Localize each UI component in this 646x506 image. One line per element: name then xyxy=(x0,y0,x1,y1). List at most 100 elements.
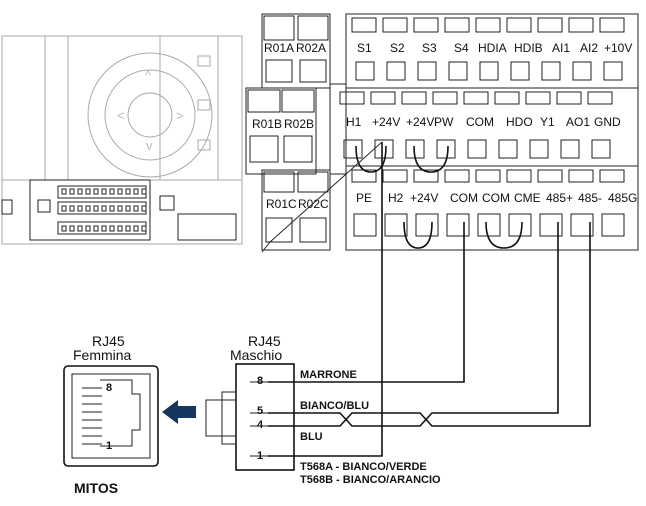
terminal-screw xyxy=(525,91,551,105)
terminal-box xyxy=(415,213,439,237)
terminal-box xyxy=(539,213,563,237)
terminal-screw xyxy=(599,17,625,33)
inverter-terminal-dot xyxy=(101,188,107,195)
terminal-label: Y1 xyxy=(540,115,555,129)
terminal-label: H2 xyxy=(388,191,404,205)
terminal-label: +24V xyxy=(410,191,438,205)
terminal-screw xyxy=(506,17,532,33)
terminal-screw xyxy=(382,17,408,33)
inverter-terminal-dot xyxy=(77,205,83,212)
inverter-terminal-dot xyxy=(141,225,147,232)
inverter-terminal-dot xyxy=(133,188,139,195)
rj45-male-pin-1: 1 xyxy=(257,450,263,462)
terminal-label: PE xyxy=(356,191,372,205)
terminal-screw xyxy=(568,169,594,183)
rj45-female-connector: RJ45 Femmina 8 1 MITOS xyxy=(63,333,159,496)
terminal-box xyxy=(446,213,470,237)
inverter-terminal-dot xyxy=(109,188,115,195)
wire-label-marrone: MARRONE xyxy=(300,369,357,381)
terminal-slot xyxy=(510,61,530,81)
terminal-label: COM xyxy=(482,191,510,205)
svg-text:AI1: AI1 xyxy=(552,41,570,55)
terminal-label: GND xyxy=(594,115,621,129)
keypad-dial: ^ v < > xyxy=(87,52,213,178)
rj45-male-pin-8: 8 xyxy=(257,375,263,387)
rj45-female-subtitle: Femmina xyxy=(73,347,132,363)
terminal-slot xyxy=(541,61,561,81)
rj45-female-pin-1: 1 xyxy=(106,440,112,452)
svg-text:S1: S1 xyxy=(357,41,372,55)
rj45-female-pin-8: 8 xyxy=(106,382,112,394)
terminal-label: H1 xyxy=(346,115,362,129)
inverter-terminal-dot xyxy=(109,225,115,232)
terminal-screw xyxy=(351,17,377,33)
terminal-label: 485G xyxy=(608,191,637,205)
terminal-label: +24V xyxy=(406,115,434,129)
rj45-male-pin-4: 4 xyxy=(257,419,264,431)
svg-text:+10V: +10V xyxy=(604,41,632,55)
svg-text:HDIB: HDIB xyxy=(514,41,543,55)
device-name-mitos: MITOS xyxy=(74,480,118,496)
inverter-terminal-dot xyxy=(125,225,131,232)
rj45-male-connector: RJ45 Maschio 8 5 4 1 xyxy=(205,333,295,471)
terminal-box xyxy=(601,213,625,237)
terminal-label: HDO xyxy=(506,115,533,129)
rj45-female-title: RJ45 xyxy=(92,333,125,349)
relay-label-r02b: R02B xyxy=(284,117,314,131)
terminal-box xyxy=(477,213,501,237)
inverter-terminal-dot xyxy=(101,205,107,212)
terminal-screw xyxy=(413,17,439,33)
svg-text:^: ^ xyxy=(145,68,152,83)
terminal-slot xyxy=(560,139,580,159)
rj45-male-pin-5: 5 xyxy=(257,405,263,417)
terminal-row-top: S1 S2 S3 S4 HDIA HDIB AI1 AI2 +10V xyxy=(357,41,632,55)
direction-arrow xyxy=(162,400,196,424)
svg-text:HDIA: HDIA xyxy=(478,41,507,55)
terminal-screw xyxy=(537,17,563,33)
relay-block-a: R01A R02A xyxy=(261,13,331,89)
inverter-terminal-dot xyxy=(77,225,83,232)
terminal-slot xyxy=(417,61,437,81)
terminal-label: COM xyxy=(466,115,494,129)
terminal-screw xyxy=(537,169,563,183)
svg-text:v: v xyxy=(146,138,153,153)
terminal-slot xyxy=(603,61,623,81)
terminal-label: CME xyxy=(514,191,541,205)
terminal-screw xyxy=(568,17,594,33)
terminal-screw xyxy=(401,91,427,105)
wires: MARRONE BIANCO/BLU BLU T568A - BIANCO/VE… xyxy=(261,141,591,486)
inverter-terminal-dot xyxy=(109,205,115,212)
inverter-terminal-dot xyxy=(85,205,91,212)
inverter-terminal-dot xyxy=(117,188,123,195)
inverter-terminal-dot xyxy=(61,188,67,195)
terminal-label: AO1 xyxy=(566,115,590,129)
wire-diagonal xyxy=(269,141,383,243)
terminal-slot xyxy=(374,139,394,159)
wire-label-t568a: T568A - BIANCO/VERDE xyxy=(300,461,427,473)
jumper-link xyxy=(413,145,449,173)
control-terminal-strip: S1 S2 S3 S4 HDIA HDIB AI1 AI2 +10V H1 +2… xyxy=(329,13,639,251)
wire-bianco-blu xyxy=(268,222,559,427)
terminal-screw xyxy=(506,169,532,183)
svg-text:<: < xyxy=(117,108,125,123)
svg-text:>: > xyxy=(176,108,184,123)
inverter-terminal-dot xyxy=(85,188,91,195)
inverter-terminal-dot xyxy=(69,188,75,195)
terminal-box xyxy=(508,213,532,237)
terminal-slot xyxy=(572,61,592,81)
wire-label-blu: BLU xyxy=(300,431,323,443)
wire-label-bianco-blu: BIANCO/BLU xyxy=(300,400,369,412)
inverter-terminal-dot xyxy=(85,225,91,232)
relay-label-r02c: R02C xyxy=(298,197,329,211)
terminal-screw xyxy=(556,91,582,105)
terminal-screw xyxy=(432,91,458,105)
terminal-screw xyxy=(587,91,613,105)
rj45-male-subtitle: Maschio xyxy=(230,347,282,363)
relay-label-r01c: R01C xyxy=(266,197,297,211)
wire-t568-bianco xyxy=(268,142,383,457)
inverter-terminal-dot xyxy=(77,188,83,195)
terminal-screw xyxy=(444,169,470,183)
terminal-screw xyxy=(413,169,439,183)
terminal-label: COM xyxy=(450,191,478,205)
